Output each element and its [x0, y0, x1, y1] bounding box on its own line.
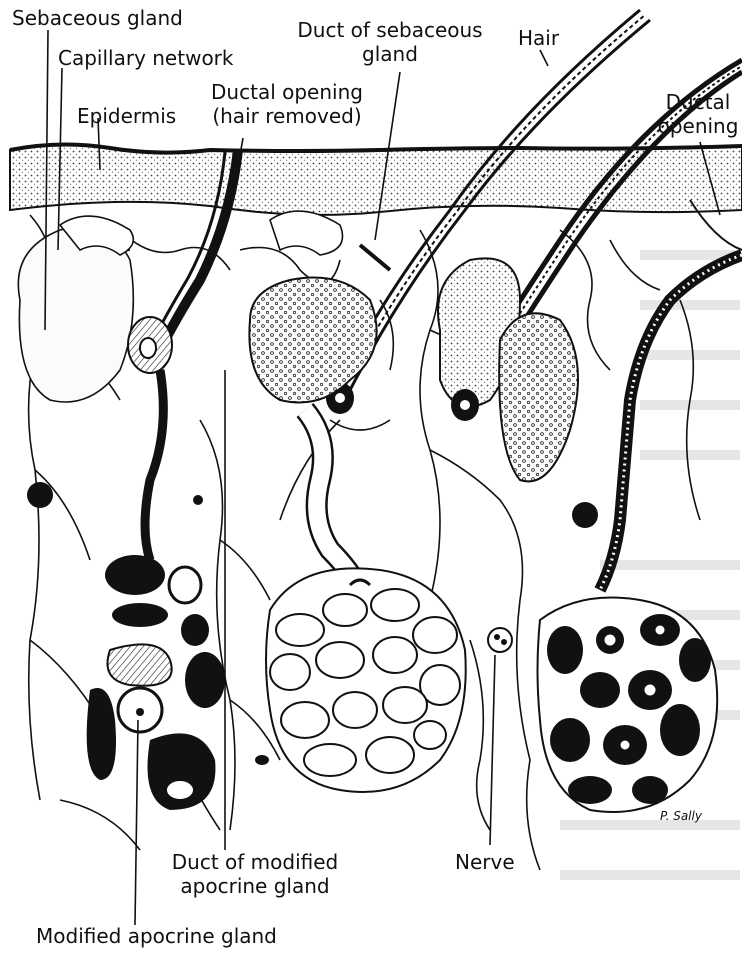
label-sebaceous-gland: Sebaceous gland	[12, 6, 183, 30]
label-ductal-opening: Ductal opening	[655, 90, 741, 138]
label-ductal-opening-line1: Ductal	[655, 90, 741, 114]
label-modified-apocrine-gland: Modified apocrine gland	[36, 924, 277, 948]
label-nerve: Nerve	[455, 850, 515, 874]
label-duct-sebaceous-line2: gland	[284, 42, 496, 66]
sebaceous-gland-middle	[249, 211, 390, 402]
label-duct-sebaceous-line1: Duct of sebaceous	[284, 18, 496, 42]
label-hair: Hair	[518, 26, 559, 50]
sebaceous-gland-left	[18, 216, 133, 402]
coiled-gland-middle	[266, 410, 466, 792]
label-duct-modified-line1: Duct of modified	[160, 850, 350, 874]
artist-signature: P. Sally	[660, 809, 703, 823]
label-epidermis: Epidermis	[77, 104, 176, 128]
signature-text: P. Sally	[660, 809, 703, 823]
epidermis-layer	[10, 144, 742, 214]
label-ductal-opening-removed-line2: (hair removed)	[196, 104, 378, 128]
label-duct-modified-line2: apocrine gland	[160, 874, 350, 898]
label-ductal-opening-removed: Ductal opening (hair removed)	[196, 80, 378, 128]
apocrine-gland-right	[538, 200, 742, 812]
label-capillary-network: Capillary network	[58, 46, 233, 70]
modified-apocrine-gland-left	[87, 370, 225, 810]
nerve-cross-section	[488, 628, 512, 652]
label-duct-sebaceous: Duct of sebaceous gland	[284, 18, 496, 66]
label-ductal-opening-line2: opening	[655, 114, 741, 138]
label-duct-modified-apocrine: Duct of modified apocrine gland	[160, 850, 350, 898]
label-ductal-opening-removed-line1: Ductal opening	[196, 80, 378, 104]
